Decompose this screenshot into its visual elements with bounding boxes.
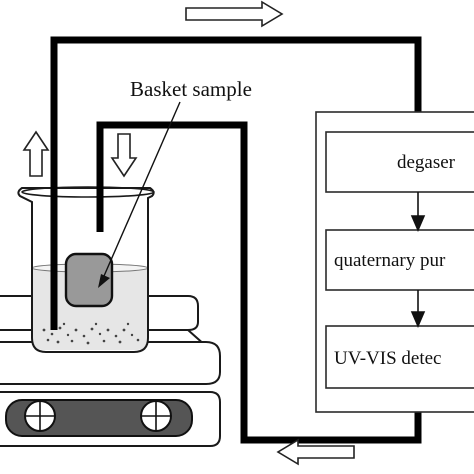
beaker-wall — [17, 187, 155, 353]
quaternary-pump-box — [325, 229, 474, 291]
return-tube — [96, 121, 422, 444]
arrow-down-icon — [410, 311, 426, 329]
quaternary-pump-label: quaternary pur — [334, 250, 446, 271]
knob-right-icon — [140, 400, 172, 432]
pointer-arrowhead-icon — [98, 274, 110, 288]
degaser-box — [325, 131, 474, 193]
flow-arrow-right-icon — [185, 0, 284, 28]
flow-arrow-left-icon — [276, 438, 355, 466]
sediment-particles — [42, 322, 140, 345]
solution — [32, 268, 148, 350]
flow-arrow-down-icon — [110, 133, 138, 178]
uv-vis-detector-label: UV-VIS detec — [334, 348, 441, 369]
beaker-rim — [21, 186, 155, 198]
basket-sample-label: Basket sample — [130, 77, 252, 101]
degaser-label: degaser — [397, 152, 456, 173]
uv-vis-detector-box — [325, 325, 474, 389]
flow-arrow-up-icon — [22, 130, 50, 177]
knob-left-icon — [24, 400, 56, 432]
basket-pointer — [98, 101, 181, 288]
module-flow-arrows — [410, 192, 426, 329]
basket-sample — [64, 252, 114, 308]
arrow-down-icon — [410, 215, 426, 233]
